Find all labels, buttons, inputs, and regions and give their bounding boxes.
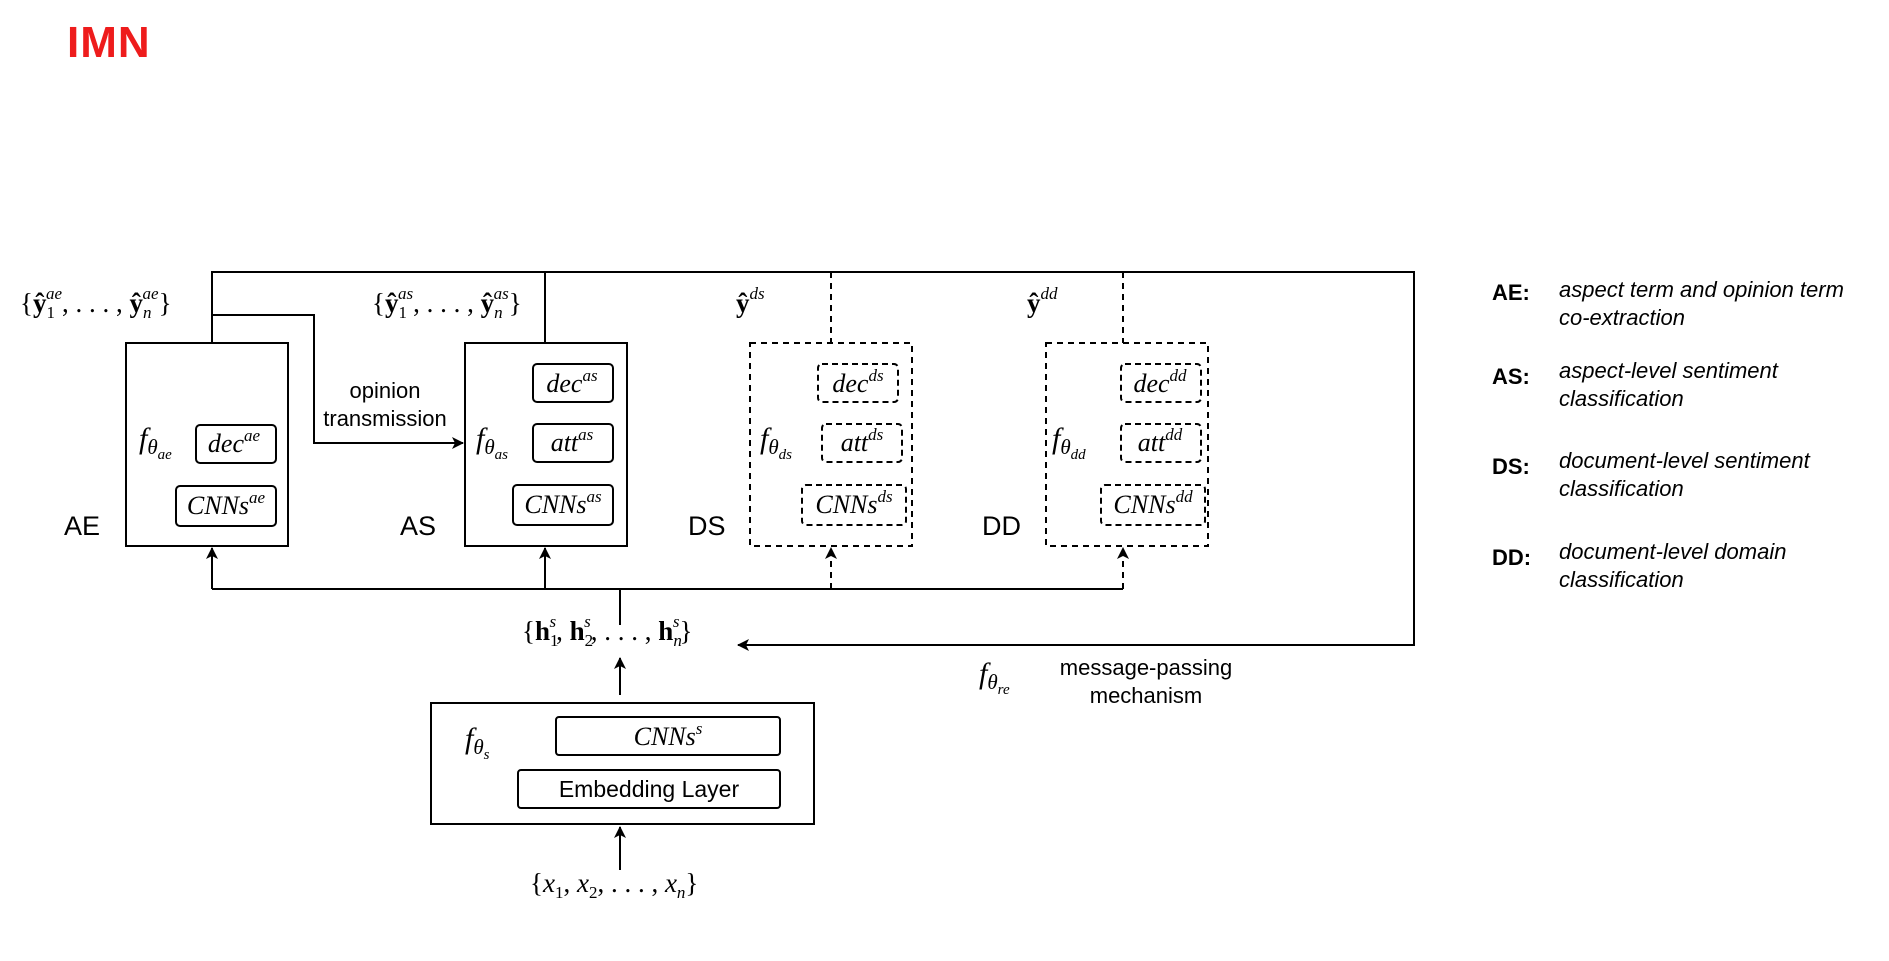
ds-att-box xyxy=(821,423,903,463)
dd-dec-box xyxy=(1120,363,1202,403)
input-sequence-label: {x1, x2, . . . , xn} xyxy=(530,868,698,902)
as-output-label: {ŷ1as, . . . , ŷnas} xyxy=(372,284,522,322)
embedding-layer-label: Embedding Layer xyxy=(559,776,740,802)
legend-desc-ae-2: co-extraction xyxy=(1559,305,1685,330)
opinion-transmission-line-1: opinion xyxy=(350,378,421,403)
legend-desc-ds-2: classification xyxy=(1559,476,1684,501)
as-dec-box xyxy=(532,363,614,403)
opinion-transmission-arrow xyxy=(212,314,464,449)
legend-desc-as-1: aspect-level sentiment xyxy=(1559,358,1779,383)
dd-cnns-box xyxy=(1100,484,1206,526)
cnns-shared-label: CNNss xyxy=(634,719,703,751)
legend-desc-dd-2: classification xyxy=(1559,567,1684,592)
dd-att-label: attdd xyxy=(1138,425,1183,457)
message-passing-function-symbol: fθre xyxy=(979,657,1010,698)
legend-key-as: AS: xyxy=(1492,364,1530,389)
legend-key-ds: DS: xyxy=(1492,454,1530,479)
dd-module-label: DD xyxy=(982,511,1021,541)
ds-output-label: ŷds xyxy=(736,284,765,318)
as-module-label: AS xyxy=(400,511,436,541)
ae-dec-box xyxy=(195,424,277,464)
ds-dec-box xyxy=(817,363,899,403)
ds-module-label: DS xyxy=(688,511,726,541)
legend: AE: aspect term and opinion term co-extr… xyxy=(1492,277,1844,592)
legend-key-dd: DD: xyxy=(1492,545,1531,570)
legend-desc-ae-1: aspect term and opinion term xyxy=(1559,277,1844,302)
as-att-box xyxy=(532,423,614,463)
as-cnns-label: CNNsas xyxy=(524,487,602,519)
message-passing-line-1: message-passing xyxy=(1060,655,1232,680)
cnns-shared-box xyxy=(555,716,781,756)
ae-dec-label: decae xyxy=(208,426,261,458)
legend-desc-ds-1: document-level sentiment xyxy=(1559,448,1811,473)
opinion-transmission-line-2: transmission xyxy=(323,406,446,431)
dd-output-label: ŷdd xyxy=(1027,284,1058,318)
dd-cnns-label: CNNsdd xyxy=(1113,487,1193,519)
ae-output-label: {ŷ1ae, . . . , ŷnae} xyxy=(20,284,172,322)
page-title: IMN xyxy=(67,18,151,67)
ds-dec-label: decds xyxy=(832,366,884,398)
shared-hidden-states-label: {h1s, h2s, . . . , hns} xyxy=(522,612,692,650)
dd-att-box xyxy=(1120,423,1202,463)
ae-cnns-box xyxy=(175,485,277,527)
ds-cnns-label: CNNsds xyxy=(815,487,893,519)
ae-cnns-label: CNNsae xyxy=(187,488,266,520)
ds-att-label: attds xyxy=(841,425,884,457)
ds-cnns-box xyxy=(801,484,907,526)
as-dec-label: decas xyxy=(546,366,598,398)
message-passing-loop xyxy=(211,271,1415,651)
message-passing-line-2: mechanism xyxy=(1090,683,1202,708)
legend-key-ae: AE: xyxy=(1492,280,1530,305)
as-cnns-box xyxy=(512,484,614,526)
legend-desc-as-2: classification xyxy=(1559,386,1684,411)
ae-module-label: AE xyxy=(64,511,100,541)
dd-dec-label: decdd xyxy=(1133,366,1187,398)
embedding-layer-box xyxy=(517,769,781,809)
legend-desc-dd-1: document-level domain xyxy=(1559,539,1786,564)
as-att-label: attas xyxy=(551,425,594,457)
